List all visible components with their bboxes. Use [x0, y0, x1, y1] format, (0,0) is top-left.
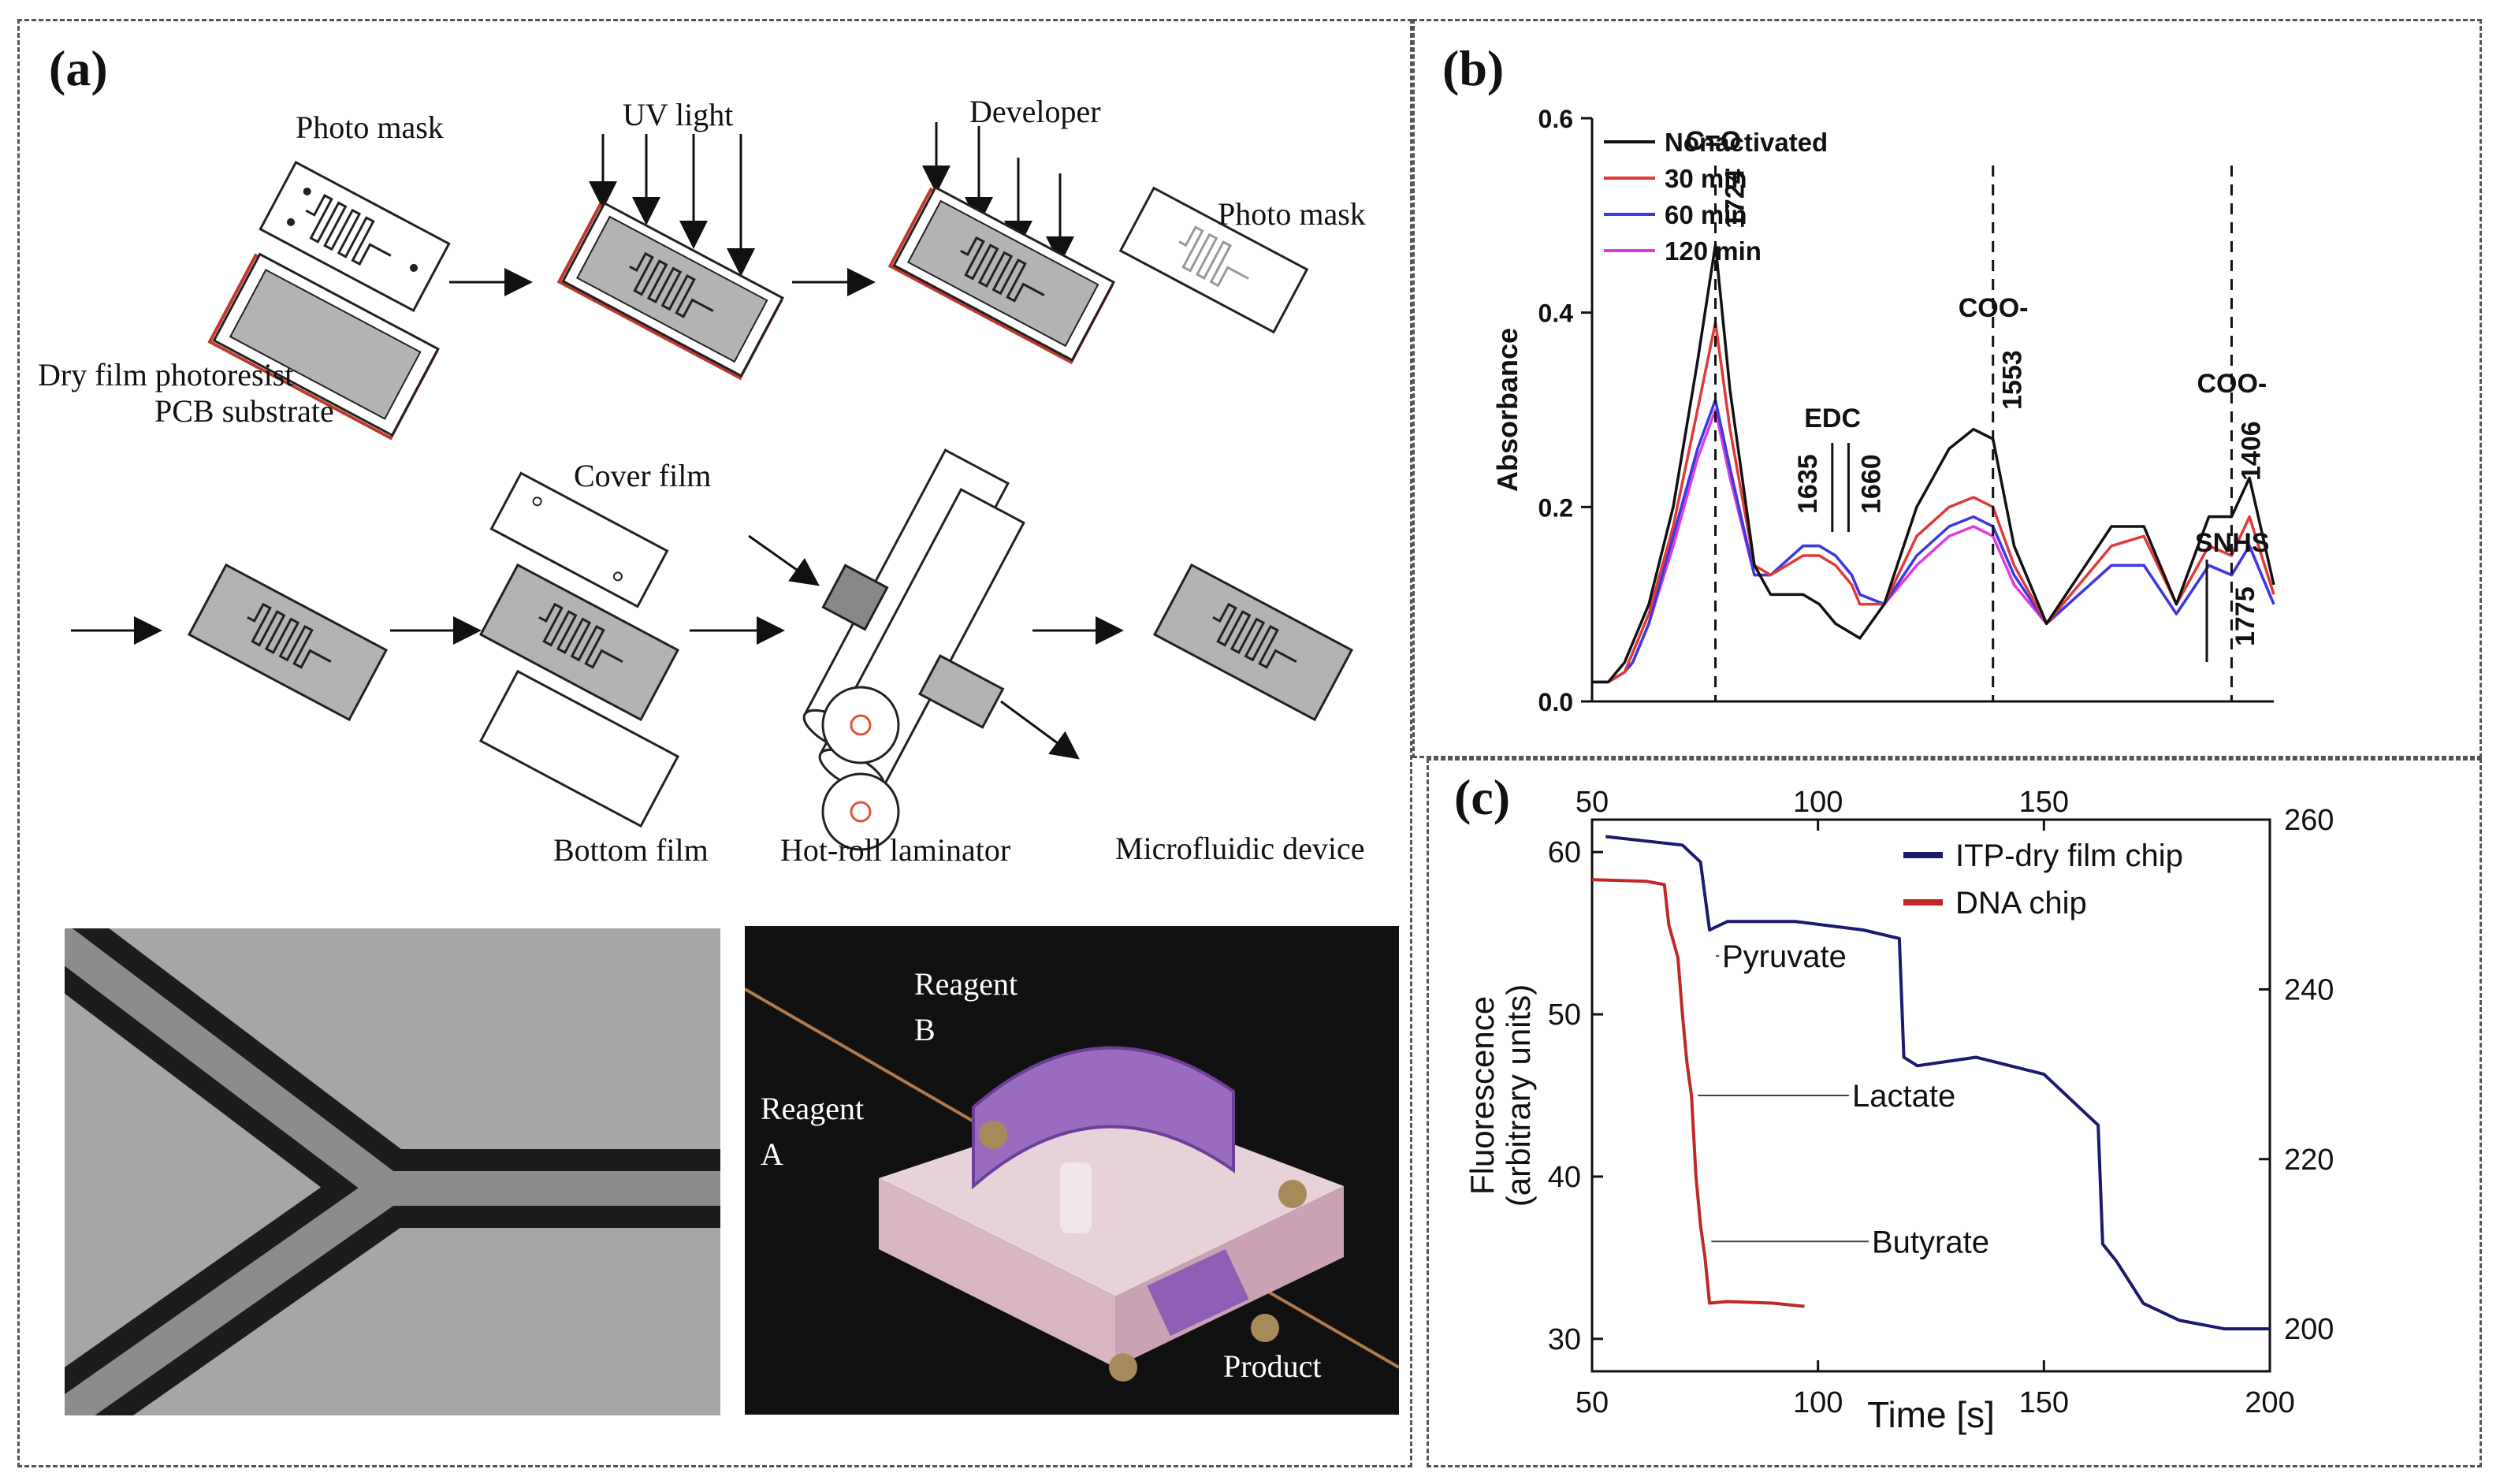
annotation-b: COO-	[1959, 293, 2029, 323]
panel-a-border	[17, 19, 1412, 1467]
device-photo	[745, 926, 1399, 1415]
right-ytick-label-c: 200	[2284, 1313, 2334, 1346]
laminator-label: Hot-roll laminator	[780, 832, 1011, 868]
legend-label-c: DNA chip	[1955, 886, 2087, 921]
series-line-b	[1592, 321, 2275, 684]
ylabel-c: Fluorescence(arbitrary units)	[1464, 984, 1537, 1207]
laminator	[802, 448, 1025, 851]
right-ytick-label-c: 260	[2284, 804, 2334, 837]
row2-chip-2	[478, 563, 680, 722]
row2-chip-1	[187, 563, 389, 722]
step3-mask	[1118, 186, 1309, 334]
annotation-c: Butyrate	[1872, 1225, 1989, 1259]
cover-film-label: Cover film	[574, 458, 712, 493]
developer-label: Developer	[969, 94, 1101, 129]
fabrication-schematic	[71, 122, 1354, 851]
xtick-label-c: 150	[2019, 1386, 2069, 1419]
annotation-b: 1775	[2230, 586, 2260, 646]
xtick-label-c: 50	[1576, 1386, 1609, 1419]
photo-mask-label-2: Photo mask	[1218, 196, 1366, 232]
annotation-b: 1660	[1856, 454, 1886, 514]
dry-film-label: Dry film photoresist	[38, 357, 294, 392]
panel-a-label: (a)	[49, 40, 108, 96]
series-line-b	[1592, 398, 2275, 684]
legend-label-b: Nonactivated	[1665, 128, 1828, 157]
photo-mask-label-1: Photo mask	[296, 110, 444, 145]
annotation-b: 1406	[2236, 421, 2266, 481]
device-label: Microfluidic device	[1115, 831, 1365, 866]
annotation-b: COO-	[2197, 369, 2267, 399]
bottom-film-label: Bottom film	[553, 832, 709, 868]
step3-chip	[887, 185, 1115, 365]
legend-label-b: 30 min	[1665, 164, 1747, 193]
series-line-c	[1605, 835, 2270, 1331]
step2-chip	[556, 201, 784, 381]
ytick-label-b: 0.4	[1538, 299, 1574, 328]
annotation-b: 1724	[1721, 169, 1750, 229]
annotation-b: SNHS	[2195, 528, 2269, 558]
ytick-label-b: 0.6	[1538, 105, 1573, 133]
product-label: Product	[1223, 1348, 1322, 1384]
absorbance-chart: 0.0 0.2 0.4 0.6 Absorbance Nonactivated 30 m…	[1491, 105, 2275, 716]
step1-mask	[259, 160, 451, 313]
series-line-c	[1591, 878, 1805, 1308]
developer-arrows	[922, 122, 1074, 265]
bottom-film	[478, 669, 680, 828]
legend-label-c: ITP-dry film chip	[1955, 839, 2183, 873]
annotation-c: Pyruvate	[1722, 939, 1847, 974]
uv-light-label: UV light	[623, 97, 734, 132]
step1-substrate	[207, 252, 440, 441]
panel-c-border	[1427, 758, 2482, 1467]
annotation-b: 1553	[1998, 350, 2028, 410]
panel-b-border	[1412, 19, 2482, 758]
ylabel-line-c: (arbitrary units)	[1500, 984, 1537, 1207]
axis-b	[1590, 118, 2274, 703]
fluorescence-chart: 50 100 150 200 30 40 50 60 50 100 150 200 220 240 2…	[1464, 786, 2334, 1435]
xlabel-c: Time [s]	[1867, 1394, 1995, 1435]
top-xtick-label-c: 100	[1793, 786, 1843, 819]
annotation-c: Lactate	[1852, 1079, 1955, 1114]
xtick-label-c: 200	[2245, 1386, 2294, 1419]
annotation-b: 1635	[1793, 454, 1823, 514]
series-line-b	[1592, 243, 2275, 684]
panel-b-label: (b)	[1442, 40, 1505, 96]
ytick-label-b: 0.0	[1538, 688, 1573, 716]
annotation-b: C=O	[1686, 126, 1742, 156]
ytick-label-b: 0.2	[1538, 493, 1573, 522]
pcb-label: PCB substrate	[154, 393, 334, 429]
ytick-label-c: 30	[1548, 1323, 1581, 1356]
xtick-label-c: 100	[1793, 1386, 1843, 1419]
right-ytick-label-c: 240	[2284, 973, 2334, 1006]
axis-c	[1590, 818, 2271, 1373]
reagent-a-label: Reagent A	[761, 1091, 865, 1172]
ylabel-b: Absorbance	[1491, 328, 1523, 492]
top-xtick-label-c: 150	[2019, 786, 2069, 819]
final-device	[1152, 563, 1354, 722]
device-body	[879, 1046, 1344, 1382]
ylabel-line-c: Fluorescence	[1464, 996, 1501, 1195]
ytick-label-c: 60	[1548, 836, 1581, 869]
panel-c-label: (c)	[1454, 769, 1511, 825]
annotation-b: EDC	[1804, 404, 1861, 433]
top-xtick-label-c: 50	[1576, 786, 1609, 819]
cover-film	[489, 471, 669, 608]
channel-micrograph	[65, 928, 720, 1415]
ytick-label-c: 40	[1548, 1161, 1581, 1194]
uv-arrows	[589, 134, 755, 277]
legend-label-b: 120 min	[1665, 236, 1762, 266]
right-ytick-label-c: 220	[2284, 1144, 2334, 1177]
legend-label-b: 60 min	[1665, 200, 1747, 229]
ytick-label-c: 50	[1548, 999, 1581, 1032]
series-line-b	[1592, 408, 2275, 684]
reagent-b-label: Reagent B	[914, 966, 1018, 1047]
